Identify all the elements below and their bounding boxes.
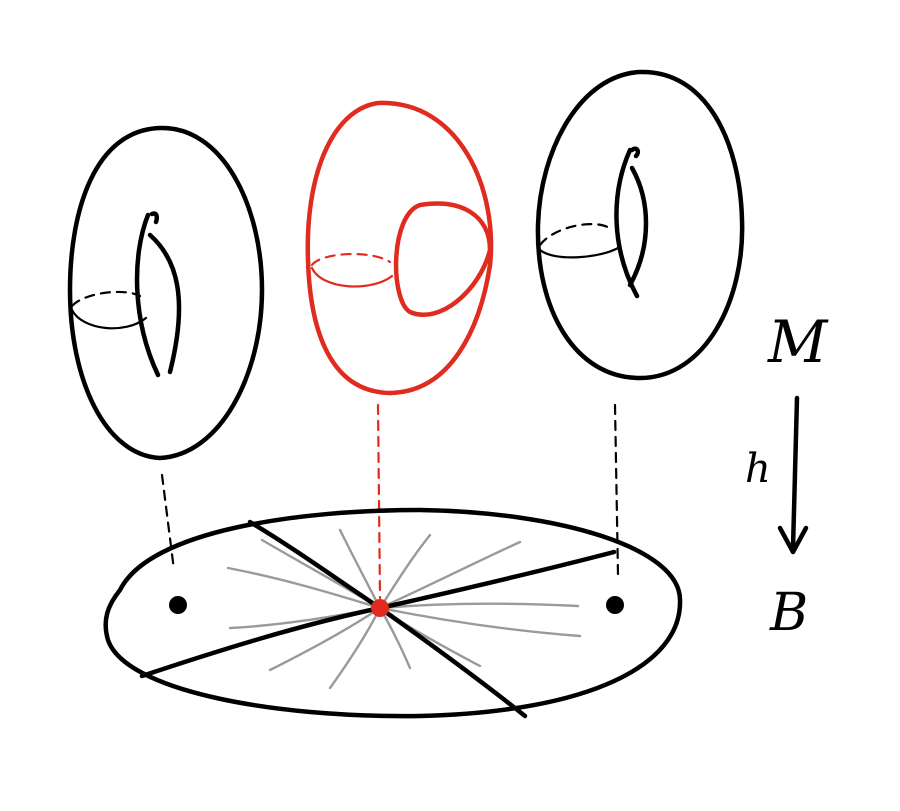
projection-line-left [160, 473, 176, 572]
projection-line-right [613, 403, 620, 577]
base-point-left [169, 596, 187, 614]
right-torus-fiber [535, 69, 745, 381]
label-base: B [769, 583, 808, 643]
singular-base-point [371, 599, 389, 617]
singular-fiber [305, 100, 494, 396]
label-map: h [745, 446, 771, 492]
base-point-right [606, 596, 624, 614]
projection-line-middle [376, 403, 382, 600]
projection-arrow [777, 395, 809, 555]
left-torus-fiber [67, 125, 265, 461]
base-disk [103, 507, 683, 719]
label-total-space: M [767, 308, 829, 376]
